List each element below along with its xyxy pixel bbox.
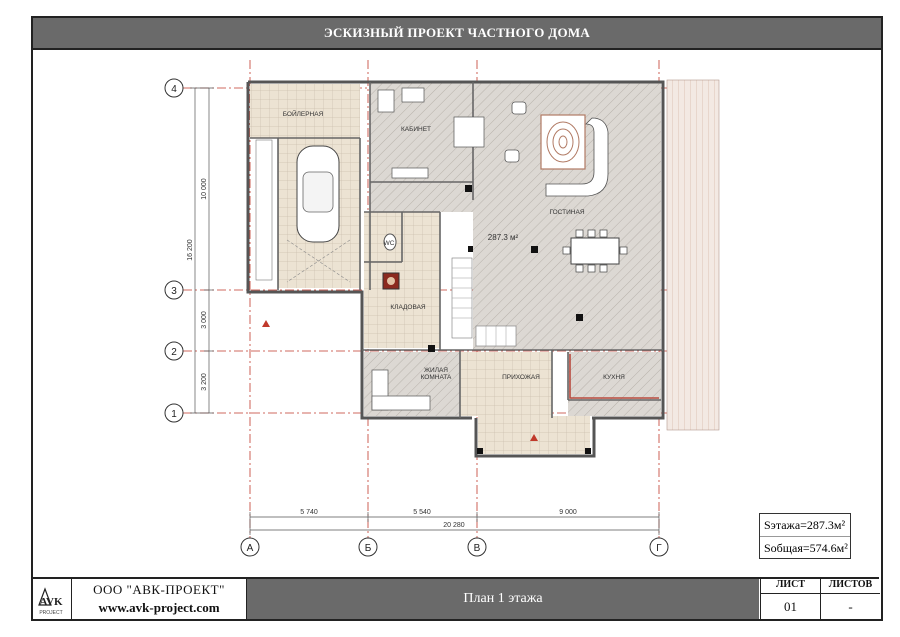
exterior-walls xyxy=(246,80,665,458)
room-label-total-area: 287.3 м² xyxy=(488,233,519,242)
dim-4-3: 10 000 xyxy=(201,178,208,200)
axis-label-b: Б xyxy=(365,543,372,554)
boiler-room-floor xyxy=(250,84,360,138)
axis-bubble-1 xyxy=(164,403,184,423)
dim-b-v: 5 540 xyxy=(413,509,431,516)
dim-total-width: 20 280 xyxy=(443,522,465,529)
axis-label-g: Г xyxy=(656,543,662,554)
axis-bubble-2 xyxy=(164,341,184,361)
axis-bubble-a xyxy=(240,537,260,557)
garage-stairs xyxy=(255,139,273,281)
room-label-bedroom-2: КОМНАТА xyxy=(421,374,452,381)
dining-table-icon xyxy=(562,229,628,273)
room-label-storage: КЛАДОВАЯ xyxy=(390,304,426,311)
area-summary: Sэтажа=287.3м² Sобщая=574.6м² xyxy=(759,513,851,559)
room-label-kitchen: КУХНЯ xyxy=(603,374,625,381)
bedroom-sofa-icon xyxy=(371,369,431,411)
room-label-boiler: БОЙЛЕРНАЯ xyxy=(283,109,324,118)
drawing-title: ЭСКИЗНЫЙ ПРОЕКТ ЧАСТНОГО ДОМА xyxy=(33,18,881,48)
sofa-icon xyxy=(504,101,609,197)
dim-v-g: 9 000 xyxy=(559,509,577,516)
room-label-bedroom-1: ЖИЛАЯ xyxy=(424,367,448,374)
corridor-floor xyxy=(370,182,473,212)
axis-bubble-4 xyxy=(164,78,184,98)
boiler-icon xyxy=(382,272,400,290)
axis-label-1: 1 xyxy=(171,409,177,420)
hall-floor xyxy=(460,352,552,416)
title-rule xyxy=(33,48,881,50)
axis-bubble-v xyxy=(467,537,487,557)
axis-bubble-3 xyxy=(164,280,184,300)
dim-a-b: 5 740 xyxy=(300,509,318,516)
axis-label-a: А xyxy=(247,543,254,554)
dimension-lines xyxy=(190,87,660,535)
dim-total-height: 16 200 xyxy=(187,239,194,261)
columns xyxy=(428,185,591,454)
rug-icon xyxy=(540,114,586,170)
kitchen-floor xyxy=(568,352,661,416)
entrance-arrow-icon xyxy=(262,320,538,441)
dim-3-2: 3 000 xyxy=(201,311,208,329)
room-label-study: КАБИНЕТ xyxy=(401,126,431,133)
dim-2-1: 3 200 xyxy=(201,373,208,391)
desk-icon xyxy=(377,87,485,179)
total-area: Sобщая=574.6м² xyxy=(764,541,848,555)
axis-label-v: В xyxy=(474,543,481,554)
axis-label-4: 4 xyxy=(171,84,177,95)
axis-bubble-g xyxy=(649,537,669,557)
car-icon xyxy=(286,145,351,283)
toilet-icon xyxy=(383,233,397,251)
axis-label-2: 2 xyxy=(171,347,177,358)
room-label-living: ГОСТИНАЯ xyxy=(549,209,584,216)
room-label-hall: ПРИХОЖАЯ xyxy=(502,374,540,381)
terrace-deck xyxy=(666,79,720,431)
axis-label-3: 3 xyxy=(171,286,177,297)
room-label-wc: WC xyxy=(384,240,395,247)
floor-area: Sэтажа=287.3м² xyxy=(760,514,850,537)
kitchen-counter xyxy=(569,354,659,399)
axis-bubble-b xyxy=(358,537,378,557)
